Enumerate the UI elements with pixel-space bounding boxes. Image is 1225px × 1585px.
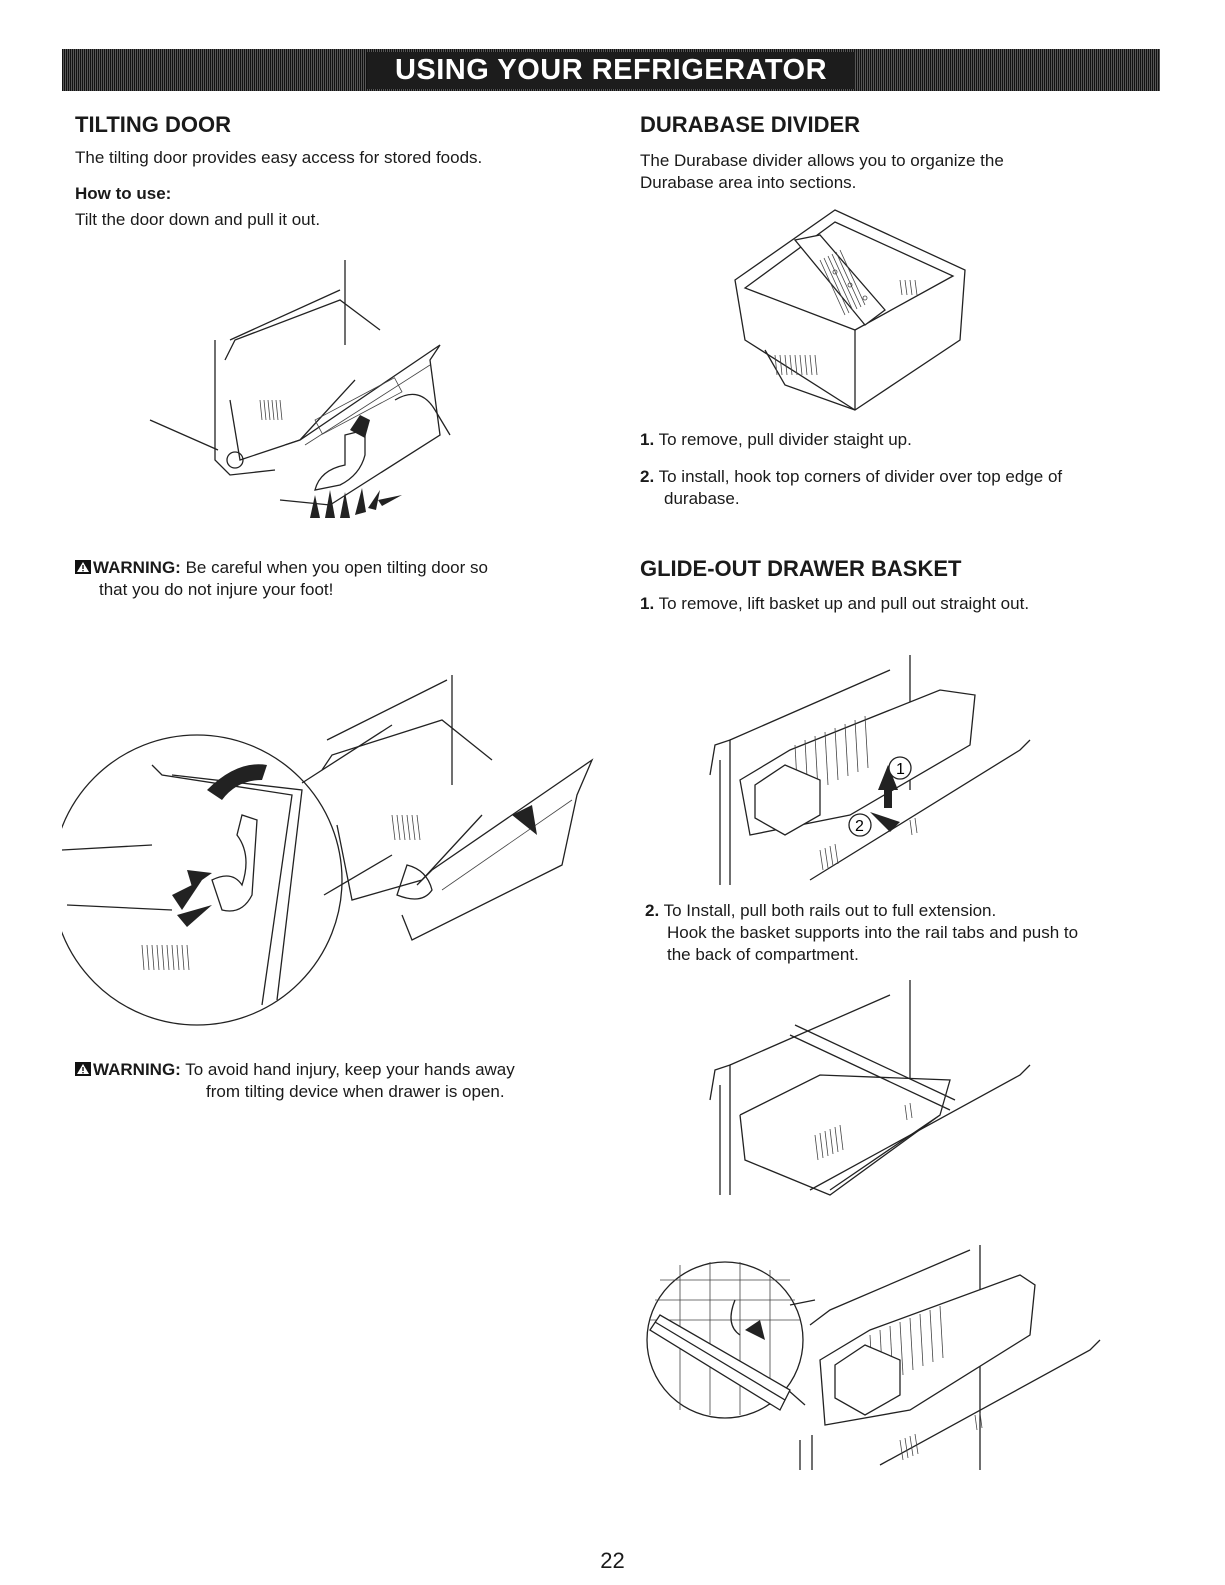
warning-triangle-icon [75, 560, 91, 574]
warning-label: WARNING: [93, 1060, 181, 1079]
step-text-line3: the back of compartment. [667, 945, 859, 964]
step-number: 1. [640, 430, 655, 449]
step-text: To remove, lift basket up and pull out s… [658, 594, 1030, 613]
step-number: 1. [640, 594, 655, 613]
step-text: To install, hook top corners of divider … [658, 467, 1063, 486]
durabase-intro-line2: Durabase area into sections. [640, 173, 857, 192]
warning-text-line2: from tilting device when drawer is open. [206, 1082, 505, 1101]
glide-step-1: 1. To remove, lift basket up and pull ou… [640, 593, 1029, 615]
basket-removal-illustration: 1 2 [709, 655, 1031, 885]
callout-1: 1 [896, 761, 905, 778]
durabase-basket-illustration [734, 209, 966, 411]
durabase-step-2: 2. To install, hook top corners of divid… [640, 466, 1062, 510]
glide-out-basket-heading: GLIDE-OUT DRAWER BASKET [640, 556, 962, 581]
how-to-use-label: How to use: [75, 184, 172, 203]
warning-hand: WARNING: To avoid hand injury, keep your… [75, 1059, 515, 1103]
basket-hook-illustration [646, 1245, 1101, 1470]
step-text: To Install, pull both rails out to full … [663, 901, 997, 920]
warning-text: Be careful when you open tilting door so [185, 558, 488, 577]
tilting-door-illustration [149, 260, 451, 518]
banner-title: USING YOUR REFRIGERATOR [366, 51, 856, 89]
warning-text-line2: that you do not injure your foot! [99, 580, 334, 599]
step-text: To remove, pull divider staight up. [658, 430, 912, 449]
warning-label: WARNING: [93, 558, 181, 577]
warning-triangle-icon [75, 1062, 91, 1076]
warning-text: To avoid hand injury, keep your hands aw… [185, 1060, 515, 1079]
step-text-line2: Hook the basket supports into the rail t… [667, 923, 1079, 942]
tilting-door-intro: The tilting door provides easy access fo… [75, 148, 483, 167]
rails-extended-illustration [709, 980, 1031, 1196]
callout-2: 2 [855, 818, 864, 835]
tilting-device-illustration [62, 675, 594, 1026]
durabase-intro-line1: The Durabase divider allows you to organ… [640, 151, 1004, 170]
page-number: 22 [600, 1548, 625, 1573]
step-text-line2: durabase. [664, 489, 740, 508]
how-to-use-text: Tilt the door down and pull it out. [75, 210, 321, 229]
durabase-divider-heading: DURABASE DIVIDER [640, 112, 861, 137]
step-number: 2. [645, 901, 660, 920]
glide-step-2: 2. To Install, pull both rails out to fu… [645, 900, 1078, 966]
warning-foot: WARNING: Be careful when you open tiltin… [75, 557, 488, 601]
durabase-step-1: 1. To remove, pull divider staight up. [640, 429, 912, 451]
step-number: 2. [640, 467, 655, 486]
tilting-door-heading: TILTING DOOR [75, 112, 232, 137]
section-banner: USING YOUR REFRIGERATOR [62, 49, 1160, 91]
